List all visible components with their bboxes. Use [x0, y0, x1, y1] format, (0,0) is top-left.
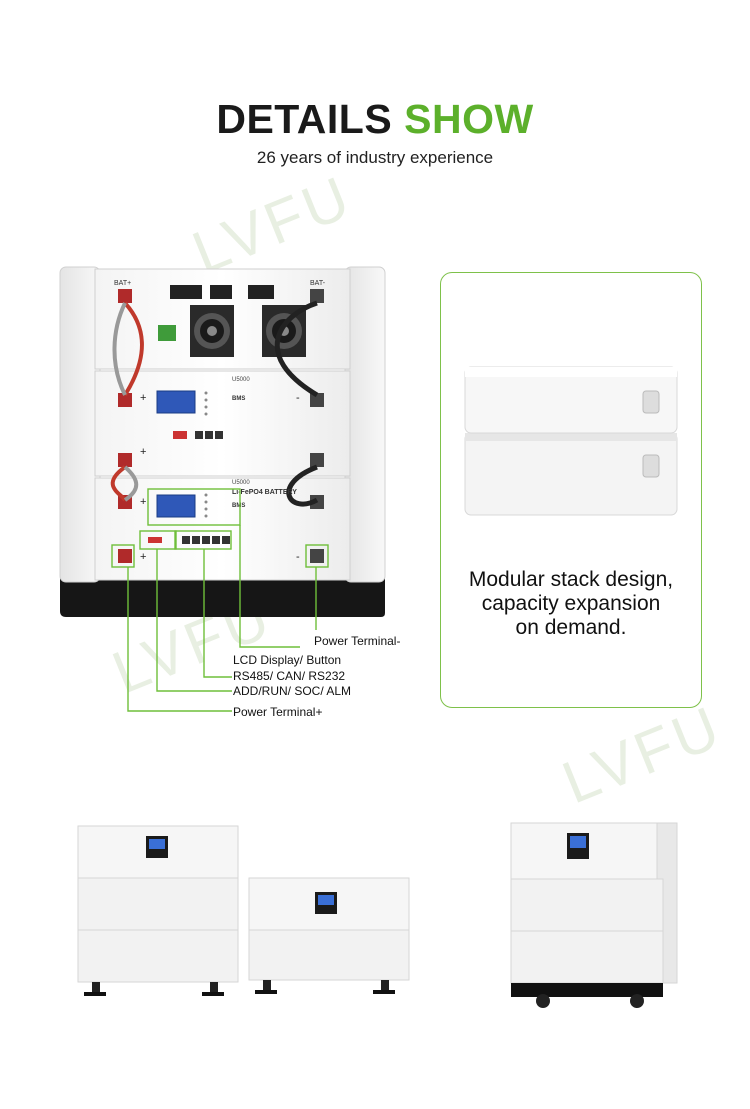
battery-side-left — [59, 266, 101, 583]
feature-line-2: capacity expansion — [481, 592, 661, 615]
terminal-label-right: BAT- — [310, 280, 326, 287]
callout-power-terminal-minus: Power Terminal- — [314, 634, 401, 648]
bms-badge: BMS — [232, 503, 245, 509]
minus-sign: - — [296, 392, 300, 404]
fan-icon — [190, 305, 234, 357]
model-label: U5000 — [232, 480, 250, 486]
battery-base — [60, 575, 385, 617]
battery-stack-illustration: BAT+ BAT- U5000 U5000 Li-FePO4 BATTERY B… — [59, 266, 386, 712]
battery-side-right — [344, 266, 386, 583]
plus-sign: + — [140, 551, 146, 563]
feature-line-3: on demand. — [515, 616, 627, 639]
feature-line-1: Modular stack design, — [468, 568, 674, 591]
plus-sign: + — [140, 496, 146, 508]
watermark-logo: LVFU — [553, 692, 732, 817]
page-title: DETAILS SHOW — [0, 96, 750, 143]
plus-sign: + — [140, 446, 146, 458]
minus-sign: - — [296, 496, 300, 508]
product-two-module — [248, 877, 410, 994]
model-label: U5000 — [232, 377, 250, 383]
title-main: DETAILS — [216, 96, 393, 142]
bms-badge: BMS — [232, 396, 245, 402]
callout-power-terminal-plus: Power Terminal+ — [233, 705, 323, 719]
lcd-screen — [156, 390, 196, 414]
battery-module-3 — [94, 477, 351, 581]
product-three-module — [77, 825, 239, 996]
callout-indicators: ADD/RUN/ SOC/ ALM — [233, 684, 352, 698]
callout-lcd-display: LCD Display/ Button — [233, 653, 342, 667]
model-chemistry-label: Li-FePO4 BATTERY — [232, 489, 297, 496]
minus-sign: - — [296, 551, 300, 563]
lcd-screen — [156, 494, 196, 518]
feature-card-text: Modular stack design, capacity expansion… — [440, 568, 702, 640]
callout-comm-ports: RS485/ CAN/ RS232 — [233, 669, 346, 683]
product-wheeled-cabinet — [510, 822, 678, 1008]
plus-sign: + — [140, 392, 146, 404]
title-accent: SHOW — [404, 96, 534, 142]
stacked-modules-illustration — [464, 366, 678, 516]
terminal-label-left: BAT+ — [114, 280, 131, 287]
callout-lines — [111, 488, 329, 712]
page-subtitle: 26 years of industry experience — [256, 148, 494, 167]
